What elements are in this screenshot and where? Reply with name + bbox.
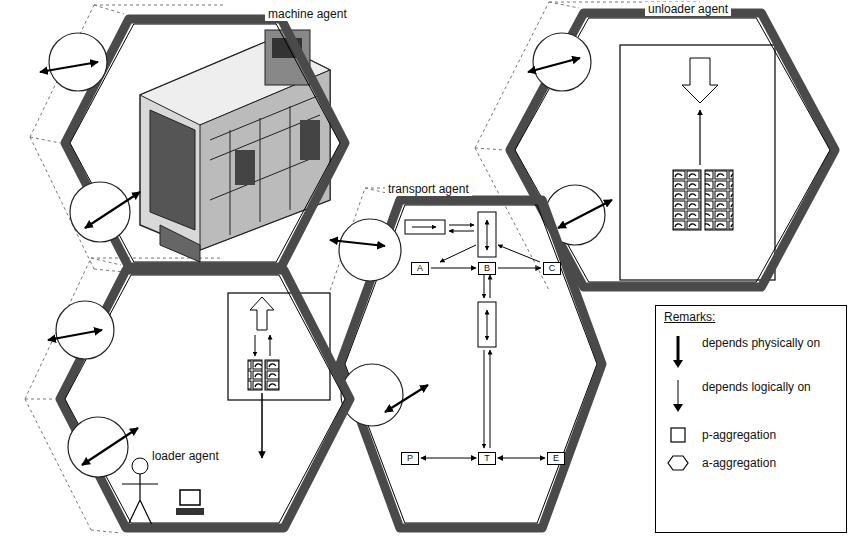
port-arrow <box>48 330 102 340</box>
station-box: A <box>411 262 429 275</box>
unloader-station <box>620 45 775 280</box>
port-arrow <box>558 200 612 228</box>
port-circle <box>70 182 130 242</box>
station-letter: P <box>407 453 413 463</box>
depth-lines <box>25 2 700 533</box>
track-connector <box>421 458 476 459</box>
legend-sample <box>666 452 696 474</box>
station-letter: A <box>417 263 423 273</box>
port-arrow <box>528 58 580 72</box>
legend-sample <box>666 424 696 446</box>
legend-row: p-aggregation <box>656 424 846 446</box>
hexagon-outline <box>335 195 607 533</box>
station-letter: B <box>484 263 490 273</box>
station-letter: E <box>553 453 559 463</box>
port-circle <box>49 33 107 91</box>
legend-text: depends physically on <box>702 336 838 350</box>
station-box: B <box>478 262 496 275</box>
agent-hexagon: unloader agent <box>505 8 840 292</box>
legend-title: Remarks: <box>664 310 715 324</box>
port-arrow <box>330 240 385 246</box>
port-arrow <box>85 192 140 228</box>
agent-label: transport agent <box>385 182 472 196</box>
legend-sample <box>666 378 696 414</box>
legend-row: a-aggregation <box>656 452 846 474</box>
agent-hexagon: transport agentABCPTE <box>335 195 607 533</box>
agent-label: machine agent <box>265 7 350 21</box>
legend-row: depends logically on <box>656 378 846 414</box>
legend-box: Remarks: depends physically on depends log… <box>655 305 847 533</box>
port-arrow <box>40 62 98 72</box>
legend-text: a-aggregation <box>702 456 838 470</box>
station-box: P <box>401 452 419 465</box>
hexagon-outline <box>55 265 355 533</box>
station-box: E <box>547 452 565 465</box>
port-circle <box>339 219 401 281</box>
track-connector <box>498 458 545 459</box>
track-connector <box>498 268 541 269</box>
hexagon-outline <box>505 8 840 292</box>
legend-text: depends logically on <box>702 380 838 394</box>
station-letter: T <box>484 453 490 463</box>
hexagon-outline <box>60 14 350 272</box>
agent-label: unloader agent <box>645 2 731 16</box>
legend-text: p-aggregation <box>702 428 838 442</box>
agent-label: loader agent <box>149 449 222 463</box>
station-box: T <box>478 452 496 465</box>
agent-hexagon: machine agent <box>60 14 350 272</box>
legend-sample <box>666 334 696 370</box>
station-letter: C <box>549 263 556 273</box>
station-box: C <box>543 262 562 275</box>
port-circle <box>68 417 128 477</box>
port-circle <box>56 301 114 359</box>
port-arrow <box>385 385 428 412</box>
track-connector <box>431 268 476 269</box>
legend-row: depends physically on <box>656 334 846 370</box>
agent-hexagon: loader agent <box>55 265 355 533</box>
transport-track <box>405 212 540 448</box>
port-arrow <box>82 428 138 465</box>
